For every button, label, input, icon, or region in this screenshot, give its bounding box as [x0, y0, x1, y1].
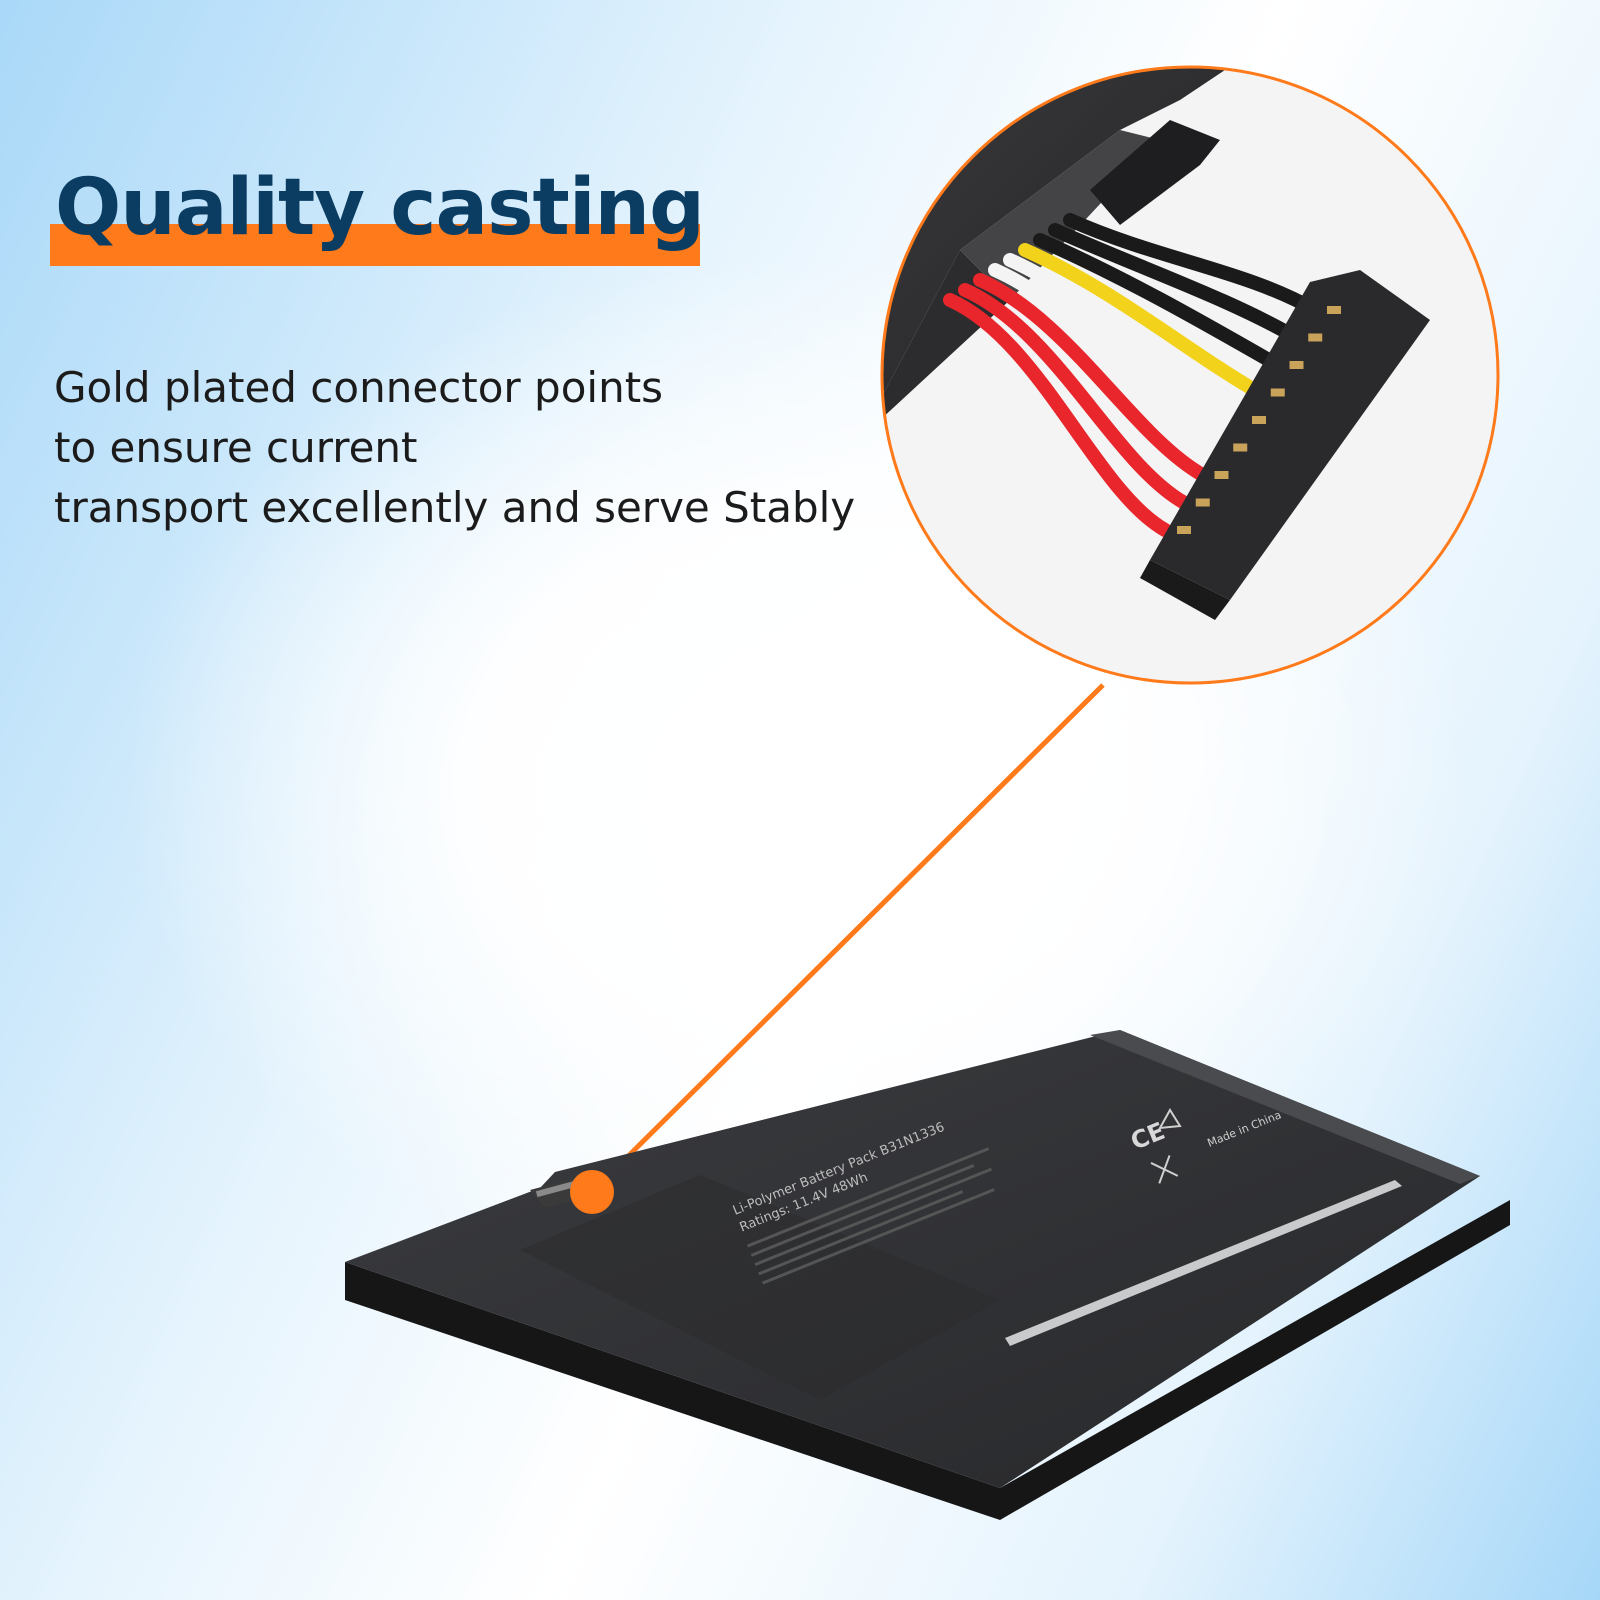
warning-triangle-icon [1158, 1108, 1182, 1130]
recycle-bin-crossed-icon [1150, 1155, 1179, 1184]
page-title: Quality casting [55, 163, 705, 253]
callout-dot [570, 1170, 614, 1214]
description-line-3: transport excellently and serve Stably [54, 483, 856, 532]
connector-plug [1140, 270, 1430, 620]
gold-pin [1270, 388, 1285, 397]
description-line-2: to ensure current [54, 423, 418, 472]
laptop-battery [345, 1030, 1510, 1520]
connector-wires [943, 213, 1322, 537]
connector-wire [1003, 253, 1247, 427]
description-line-1: Gold plated connector points [54, 363, 664, 412]
description: Gold plated connector points to ensure c… [54, 358, 894, 538]
gold-pin [1308, 333, 1323, 342]
connector-wire [988, 263, 1229, 455]
connector-wire [1048, 223, 1304, 345]
connector-wire [1063, 213, 1322, 317]
gold-pin [1252, 416, 1266, 424]
title-underline-bar [50, 224, 700, 266]
callout-line [590, 683, 1105, 1194]
heading: Quality casting [50, 158, 705, 268]
gold-pin [1289, 361, 1304, 369]
connector-wire [973, 273, 1210, 482]
gold-pin [1195, 498, 1210, 507]
connector-wire [943, 293, 1172, 537]
connector-wire [958, 283, 1191, 510]
gold-pin [1177, 526, 1191, 534]
gold-pin [1214, 471, 1229, 479]
connector-wire [1018, 243, 1266, 400]
connector-zoom-circle [880, 65, 1500, 685]
gold-pin [1327, 306, 1341, 314]
connector-wire [1033, 233, 1285, 372]
gold-pin [1233, 443, 1248, 452]
